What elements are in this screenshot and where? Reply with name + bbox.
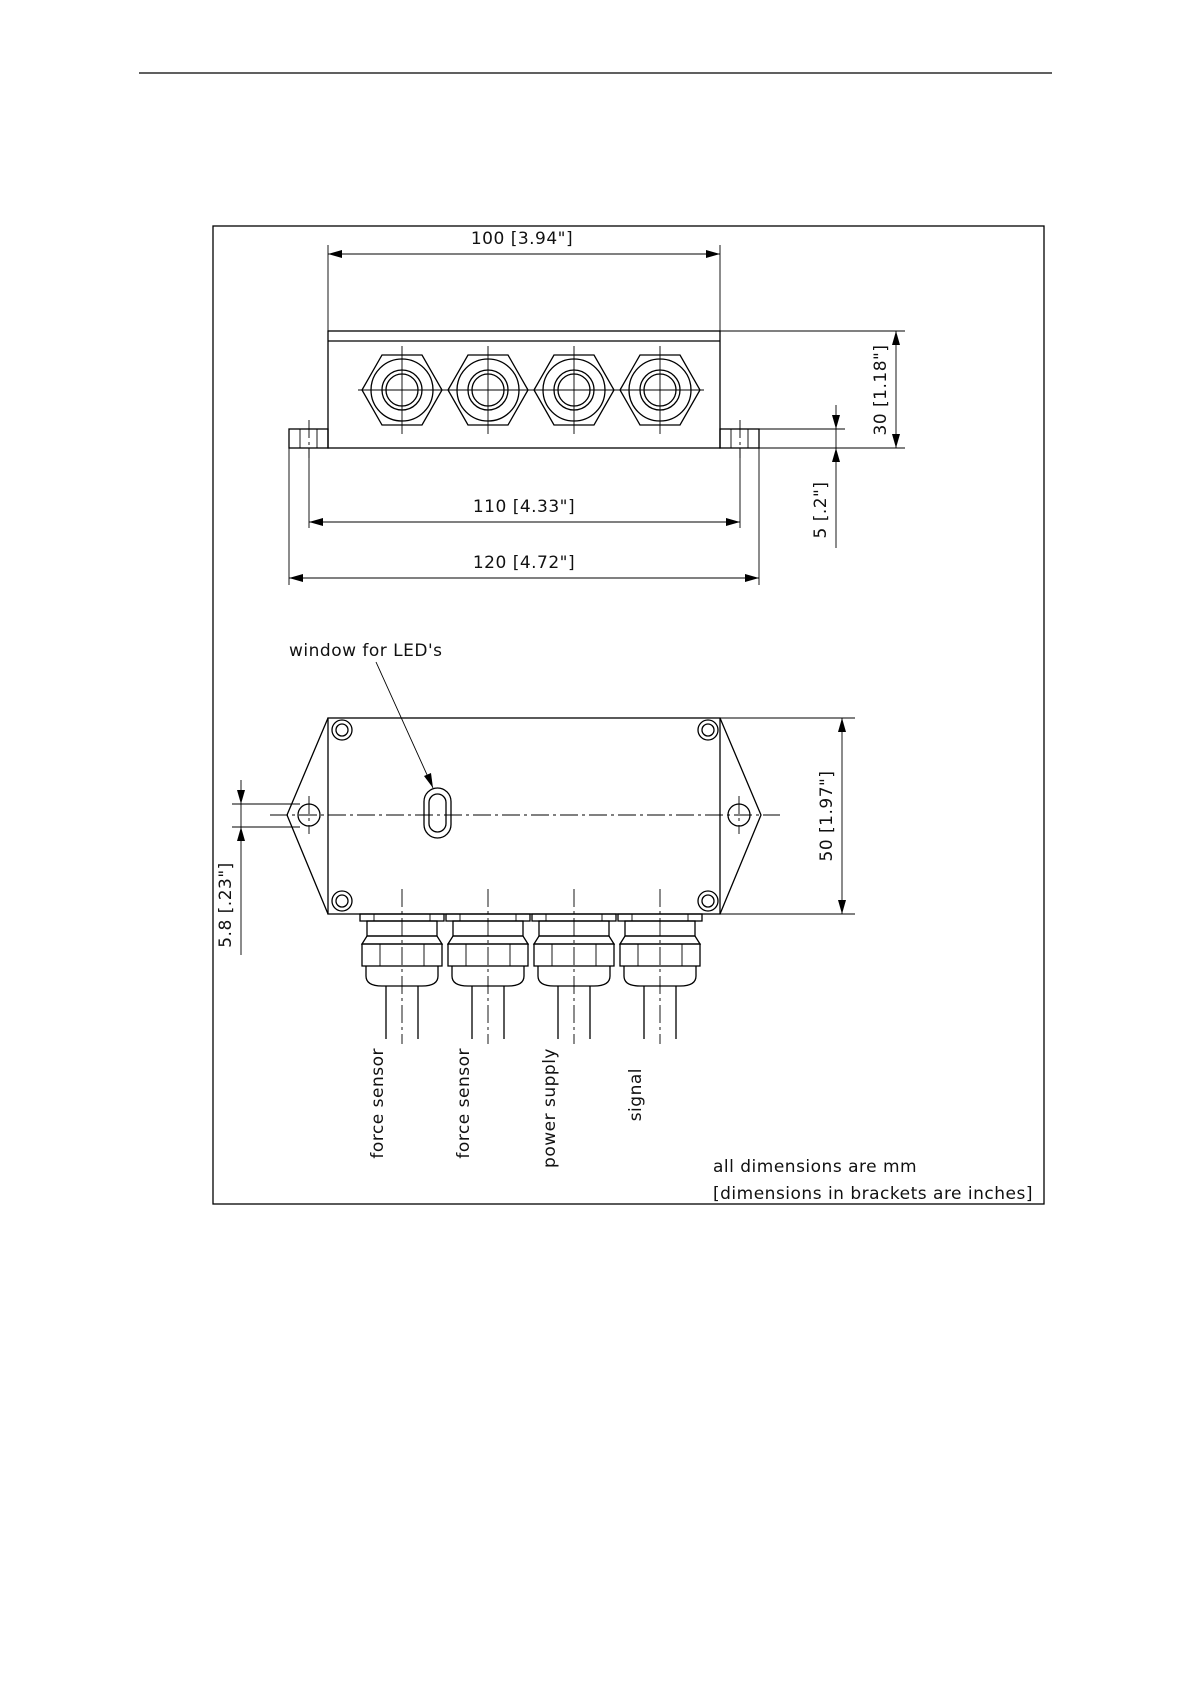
cable-label-4: signal xyxy=(626,1068,646,1121)
enclosure-top-body xyxy=(328,718,720,914)
cable-2 xyxy=(446,889,530,1044)
cable-label-2: force sensor xyxy=(454,1048,474,1159)
dimension-width-100: 100 [3.94"] xyxy=(471,229,573,249)
right-mounting-tab xyxy=(720,718,761,914)
cable-label-3: power supply xyxy=(540,1048,560,1168)
drawing-frame xyxy=(213,226,1044,1204)
cable-gland-3 xyxy=(530,346,618,434)
dimension-flange-5: 5 [.2"] xyxy=(811,481,831,538)
dimension-depth-50: 50 [1.97"] xyxy=(817,771,837,862)
left-mounting-tab xyxy=(287,718,328,914)
cable-gland-2 xyxy=(444,346,532,434)
cable-4 xyxy=(618,889,702,1044)
cable-label-1: force sensor xyxy=(368,1048,388,1159)
dimension-height-30: 30 [1.18"] xyxy=(871,345,891,436)
led-leader-line xyxy=(376,662,433,788)
dimension-offset-58: 5.8 [.23"] xyxy=(216,862,236,948)
enclosure-front-body xyxy=(328,331,720,448)
left-flange xyxy=(289,429,328,448)
cable-3 xyxy=(532,889,616,1044)
led-window xyxy=(424,788,451,838)
cable-gland-1 xyxy=(358,346,446,434)
dimension-width-110: 110 [4.33"] xyxy=(473,497,575,517)
right-flange xyxy=(720,429,759,448)
top-view xyxy=(232,662,855,1044)
led-window-callout: window for LED's xyxy=(289,641,443,661)
brackets-note: [dimensions in brackets are inches] xyxy=(713,1184,1033,1204)
cable-gland-4 xyxy=(616,346,704,434)
cable-1 xyxy=(360,889,444,1044)
units-note: all dimensions are mm xyxy=(713,1157,917,1177)
dimension-width-120: 120 [4.72"] xyxy=(473,553,575,573)
